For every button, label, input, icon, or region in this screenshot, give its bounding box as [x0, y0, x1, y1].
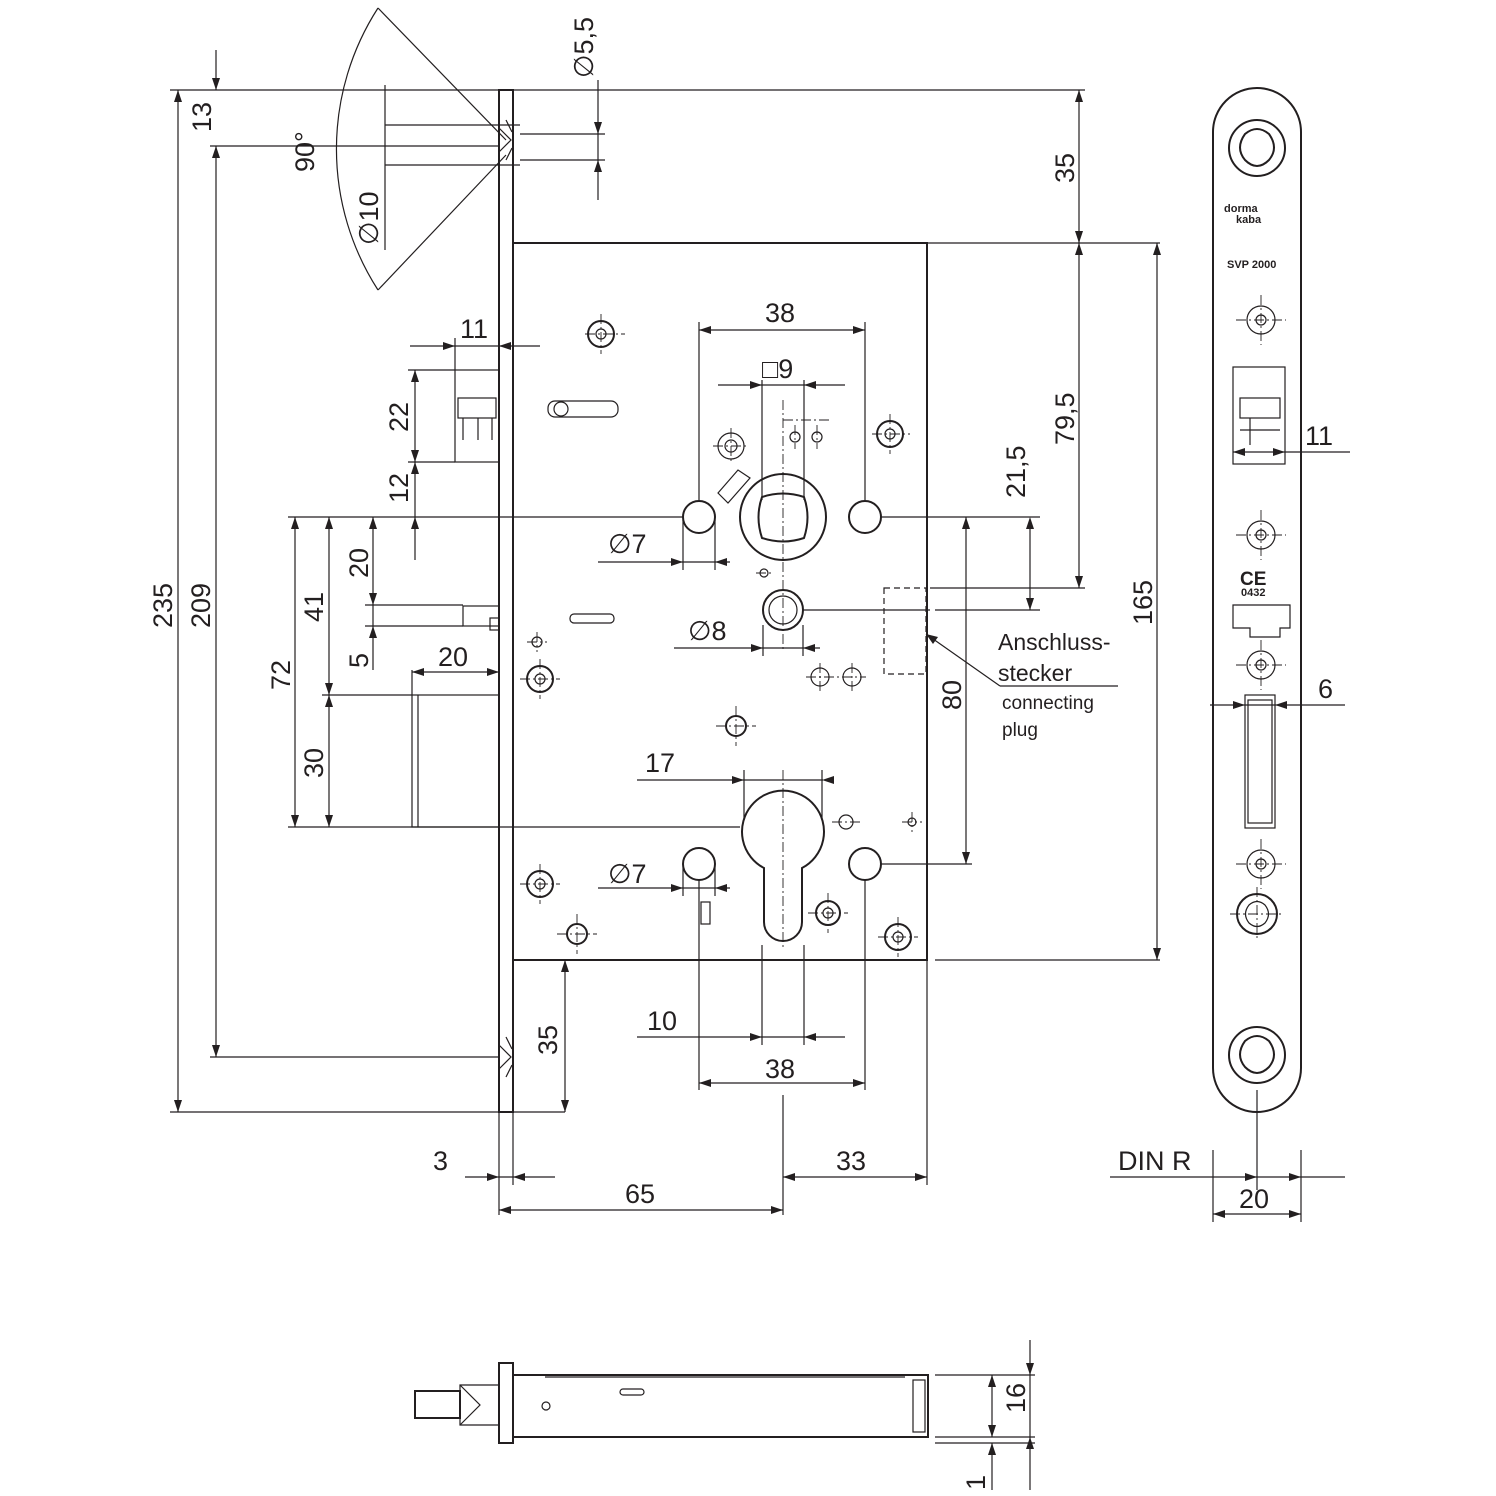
dim-30: 30 [299, 748, 329, 778]
dim-35-bottom: 35 [533, 1025, 563, 1055]
dim-5: 5 [344, 653, 374, 668]
dim-16: 16 [1001, 1383, 1031, 1413]
dim-41: 41 [299, 592, 329, 622]
label-din-r: DIN R [1118, 1146, 1192, 1176]
model-label: SVP 2000 [1227, 259, 1276, 271]
dim-20-horizontal: 20 [438, 642, 468, 672]
dim-72: 72 [266, 660, 296, 690]
dim-20-vertical: 20 [344, 548, 374, 578]
cert-number: 0432 [1241, 587, 1265, 599]
dim-65: 65 [625, 1179, 655, 1209]
dim-165: 165 [1128, 580, 1158, 625]
dim-90deg: 90° [290, 131, 320, 172]
centre-lines [520, 314, 922, 957]
brand-line-2: kaba [1236, 214, 1262, 226]
labels: Anschluss- stecker connecting plug DIN R [998, 629, 1192, 1176]
dim-79-5: 79,5 [1050, 392, 1080, 445]
dim-d7-top: ∅7 [608, 529, 647, 559]
dimension-texts: ∅5,5 13 90° ∅10 35 38 □9 11 22 12 79,5 2… [148, 17, 1333, 1490]
dim-21-5: 21,5 [1001, 445, 1031, 498]
brand-line-1: dorma [1224, 203, 1259, 215]
dim-38-bottom: 38 [765, 1054, 795, 1084]
dimension-lines [170, 7, 1161, 1215]
dim-13: 13 [187, 102, 217, 132]
dim-12: 12 [384, 473, 414, 503]
dim-235: 235 [148, 583, 178, 628]
dim-3: 3 [433, 1146, 448, 1176]
label-anschluss-1: Anschluss- [998, 629, 1110, 655]
dim-square-9: □9 [762, 354, 793, 384]
dim-38-top: 38 [765, 298, 795, 328]
dim-d10: ∅10 [354, 191, 384, 245]
dim-d55: ∅5,5 [569, 17, 599, 78]
dim-33: 33 [836, 1146, 866, 1176]
dim-209: 209 [186, 583, 216, 628]
lock-top-view [414, 1340, 1035, 1490]
dim-11-faceplate: 11 [1305, 421, 1333, 451]
dim-20-faceplate: 20 [1239, 1184, 1269, 1214]
dim-80: 80 [937, 680, 967, 710]
dim-d8: ∅8 [688, 616, 727, 646]
dim-35-top: 35 [1050, 153, 1080, 183]
label-connecting-2: plug [1002, 720, 1038, 741]
dim-6: 6 [1318, 674, 1333, 704]
dim-17: 17 [645, 748, 675, 778]
ce-mark: CE [1240, 569, 1266, 590]
label-anschluss-2: stecker [998, 660, 1072, 686]
label-connecting-1: connecting [1002, 693, 1094, 714]
dim-10: 10 [647, 1006, 677, 1036]
dim-22: 22 [384, 402, 414, 432]
faceplate-side-view: dorma kaba SVP 2000 CE 0432 [1110, 87, 1350, 1222]
dim-11: 11 [460, 314, 488, 344]
dim-d7-bottom: ∅7 [608, 859, 647, 889]
dim-1: 1 [961, 1475, 991, 1490]
